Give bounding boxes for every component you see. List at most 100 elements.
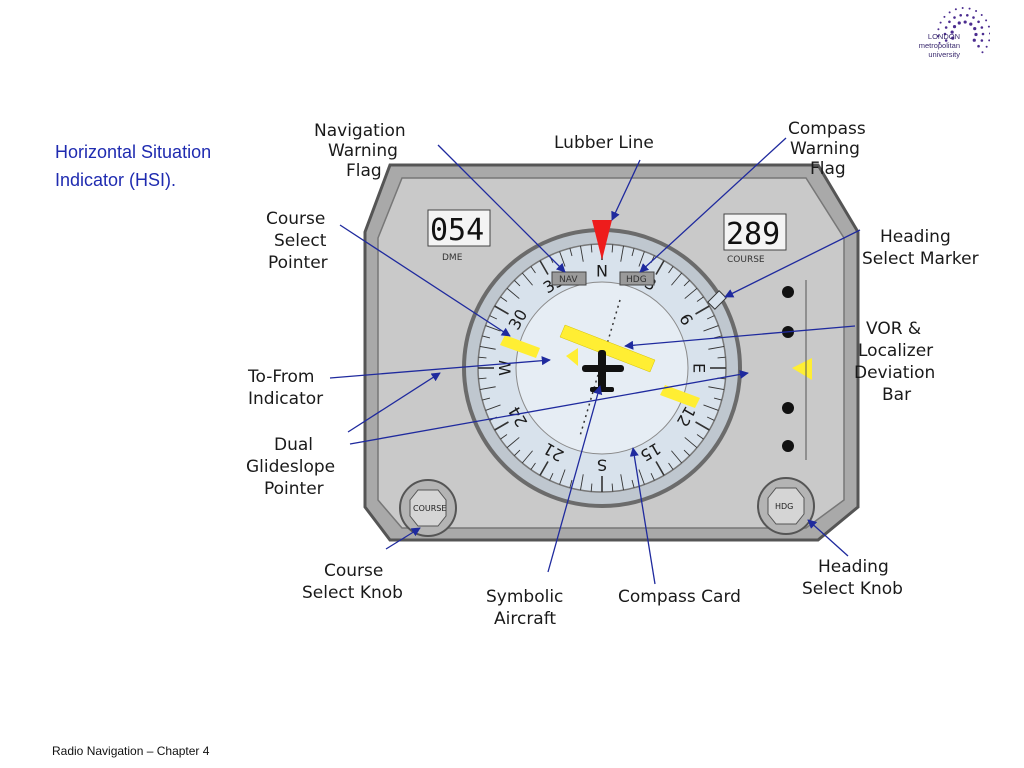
compass-tick	[478, 377, 487, 380]
logo-dot	[987, 25, 990, 28]
compass-tick	[620, 474, 624, 491]
heading-select-marker	[707, 290, 727, 310]
logo-dot	[977, 44, 980, 48]
compass-tick	[703, 325, 719, 332]
compass-tick	[696, 434, 704, 440]
course-select-knob: COURSE	[399, 479, 457, 537]
logo-dot	[981, 32, 985, 36]
compass-tick	[479, 346, 496, 350]
logo-dot	[948, 11, 951, 14]
callout-csk-line-1: Course	[324, 561, 383, 581]
compass-tick	[494, 421, 509, 431]
logo-dot	[973, 27, 977, 31]
compass-tick	[521, 272, 533, 286]
compass-tick	[482, 335, 491, 339]
compass-tick	[611, 244, 614, 253]
course-select-pointer	[500, 335, 540, 358]
compass-tick	[479, 386, 496, 390]
nav-flag-label: NAV	[559, 275, 578, 285]
logo-line-1: LONDON	[927, 32, 960, 41]
slide-title: Horizontal Situation Indicator (HSI).	[55, 138, 285, 194]
course-value: 289	[726, 217, 780, 252]
callout-hsm-line-1: Heading	[880, 227, 951, 247]
logo-dot	[980, 26, 984, 29]
hdg-flag-box	[619, 271, 655, 286]
compass-tick	[631, 248, 635, 257]
callout-csp-line-2: Select	[274, 231, 327, 251]
compass-tick	[650, 472, 655, 481]
compass-tick	[530, 462, 536, 470]
compass-tick	[668, 266, 674, 274]
compass-tick	[713, 397, 722, 401]
to-from-indicator	[566, 348, 578, 366]
callout-vor-line-4: Bar	[882, 385, 911, 405]
logo-dot	[953, 16, 956, 19]
heading-knob-label: HDG	[775, 502, 793, 511]
compass-tick	[696, 296, 704, 302]
logo-dot	[951, 36, 955, 40]
logo-dot	[988, 39, 990, 42]
callout-heading-select-knob: Heading Select Knob	[802, 557, 903, 599]
callout-sa-line-2: Aircraft	[494, 609, 556, 629]
callout-csp-line-1: Course	[266, 209, 325, 229]
compass-tick	[478, 356, 487, 359]
compass-tick	[559, 469, 566, 485]
compass-tick	[655, 461, 665, 476]
logo-dot	[937, 35, 940, 38]
compass-tick	[620, 245, 624, 262]
logo-dot	[957, 21, 961, 25]
logo-line-2: metropolitan	[918, 41, 960, 50]
callout-vor-line-2: Localizer	[858, 341, 933, 361]
logo-dot	[968, 7, 971, 10]
compass-tick	[590, 483, 593, 492]
callout-nav-line-3: Flag	[346, 161, 382, 181]
compass-tick	[494, 305, 509, 315]
logo-dot	[944, 39, 948, 42]
compass-tick	[500, 296, 508, 302]
logo-dot	[952, 25, 957, 29]
logo-dot	[954, 8, 957, 11]
logo-line-3: university	[928, 50, 960, 59]
compass-tick	[514, 449, 521, 456]
logo-dot	[943, 15, 946, 18]
compass-card-label: S	[597, 456, 607, 475]
logo-dot	[972, 16, 975, 19]
callout-compass-line-2: Warning	[790, 139, 860, 159]
glideslope-dot	[782, 402, 794, 414]
logo-text: LONDON metropolitan university	[904, 32, 960, 59]
slide-footer: Radio Navigation – Chapter 4	[52, 744, 210, 758]
compass-tick	[590, 244, 593, 253]
compass-tick	[695, 305, 710, 315]
dme-value: 054	[430, 213, 484, 248]
glideslope-scale-dots	[782, 286, 794, 452]
logo-dot	[985, 45, 988, 48]
compass-tick	[500, 434, 508, 440]
compass-tick	[684, 287, 698, 299]
logo-dot	[981, 51, 984, 54]
slide-title-line-2: Indicator (HSI).	[55, 170, 177, 190]
callout-course-select-pointer: Course Select Pointer	[266, 209, 332, 273]
callout-compass-warning-flag: Compass Warning Flag	[788, 119, 871, 179]
glideslope-pointer	[792, 358, 812, 380]
callout-to-from-indicator: To-From Indicator	[247, 367, 323, 409]
hdg-flag-label: HDG	[626, 275, 647, 285]
compass-tick	[580, 245, 584, 262]
logo-dot	[950, 30, 954, 34]
logo-dot	[943, 32, 947, 36]
compass-card-label: E	[690, 363, 709, 373]
course-knob-label: COURSE	[413, 504, 446, 513]
callout-vor-line-1: VOR &	[866, 319, 921, 339]
compass-tick	[489, 315, 498, 320]
callout-tf-line-1: To-From	[247, 367, 314, 387]
compass-tick	[539, 461, 549, 476]
callout-vor-line-3: Deviation	[854, 363, 935, 383]
callout-arrows	[329, 137, 861, 585]
callout-gs-line-1: Dual	[274, 435, 313, 455]
heading-select-knob: HDG	[757, 477, 815, 535]
compass-tick	[569, 248, 573, 257]
slide-title-line-1: Horizontal Situation	[55, 142, 212, 162]
university-logo: LONDON metropolitan university	[898, 6, 990, 64]
compass-tick	[671, 450, 683, 464]
dme-label: DME	[442, 253, 463, 263]
logo-dot	[937, 28, 940, 31]
